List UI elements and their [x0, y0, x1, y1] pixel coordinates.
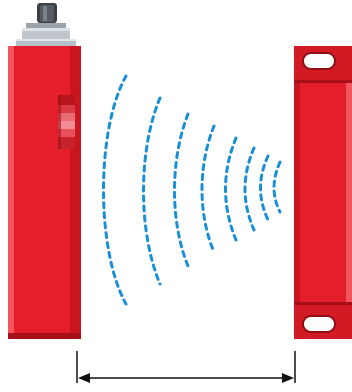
wave-arc-2 [142, 96, 162, 286]
status-led-indicator [58, 95, 75, 149]
wave-arc-1 [102, 74, 128, 306]
mounting-slot-top [302, 52, 336, 70]
sensor-body [8, 46, 81, 339]
arrowhead-left-icon [78, 373, 90, 383]
connector-icon [16, 3, 76, 46]
wave-arc-3 [173, 112, 190, 268]
wave-arc-4 [200, 124, 216, 254]
signal-waves [102, 74, 282, 306]
distance-arrow [76, 351, 296, 383]
wave-arc-7 [259, 154, 270, 222]
target-body [294, 46, 352, 339]
wave-arc-5 [224, 136, 238, 242]
wave-arc-6 [243, 146, 256, 232]
wave-arc-8 [272, 160, 282, 214]
mounting-slot-bottom [302, 315, 336, 333]
arrowhead-right-icon [282, 373, 294, 383]
